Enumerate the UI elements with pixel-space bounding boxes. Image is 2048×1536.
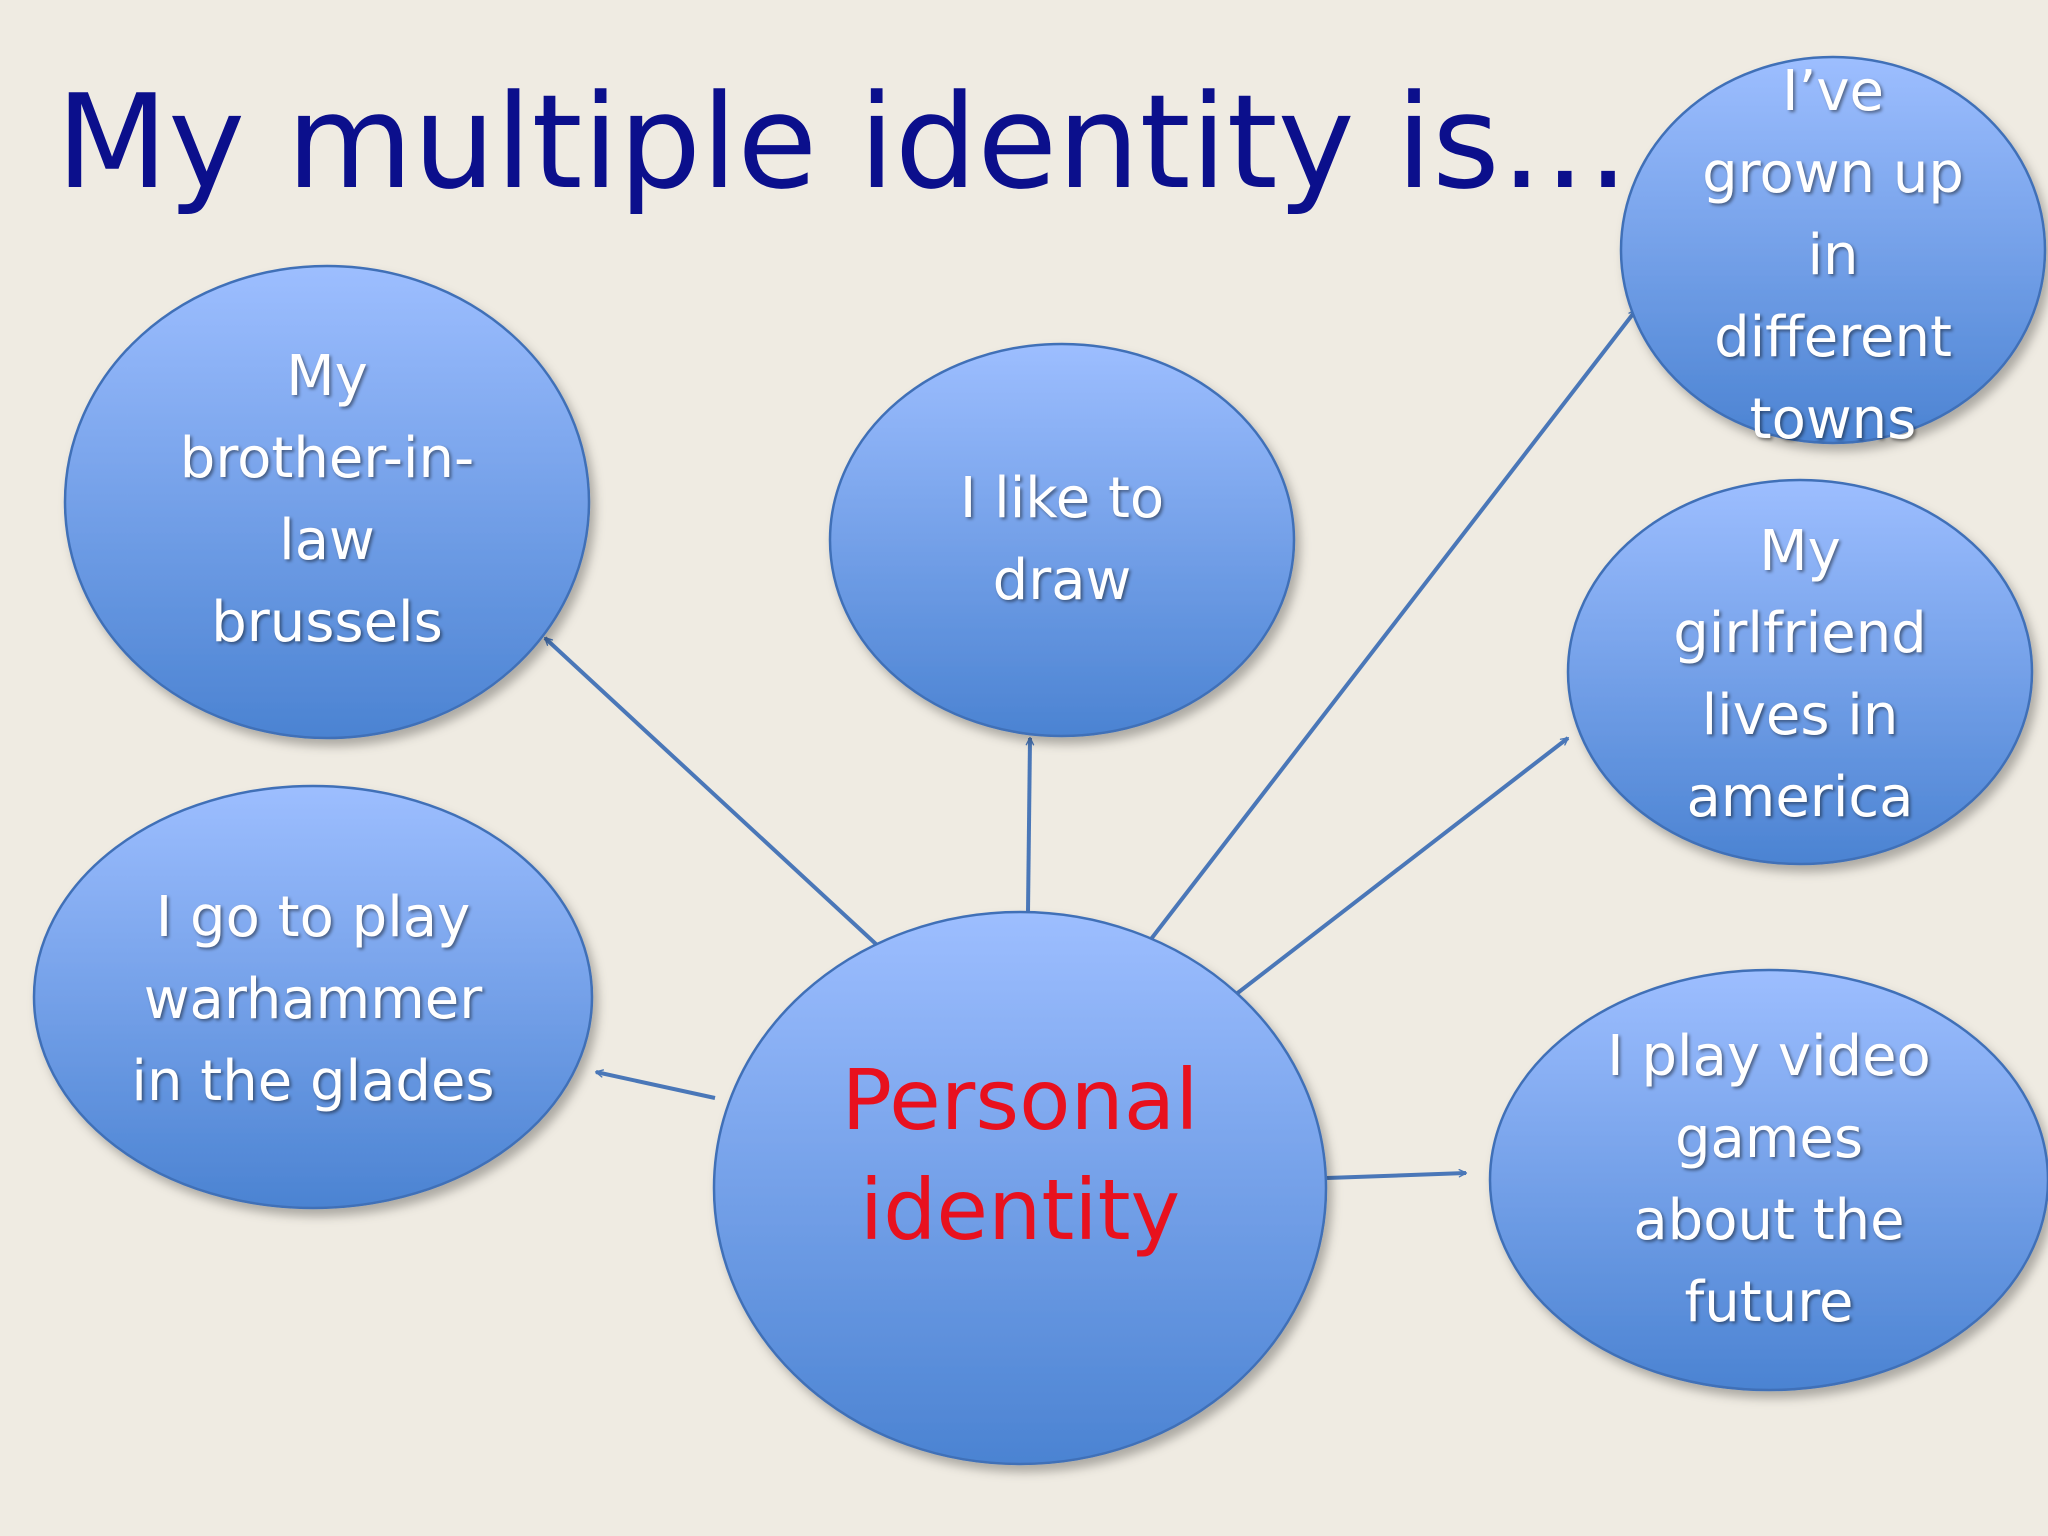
bubble-towns bbox=[1619, 55, 2047, 445]
arrow-to-warhammer bbox=[594, 1069, 716, 1100]
bubble-warhammer bbox=[32, 784, 594, 1210]
bubble-girlfriend bbox=[1566, 478, 2034, 866]
bubble-videogames-label: I play video games about the future bbox=[1607, 1024, 1931, 1335]
connector-arrows bbox=[543, 308, 1638, 1180]
bubble-girlfriend-label: My girlfriend lives in america bbox=[1673, 519, 1927, 830]
slide-title: My multiple identity is… bbox=[56, 66, 1630, 218]
bubble-brother bbox=[63, 264, 591, 740]
arrow-to-draw bbox=[1025, 736, 1035, 913]
bubble-draw bbox=[828, 342, 1296, 738]
arrow-to-videogames bbox=[1326, 1168, 1468, 1180]
bubble-center bbox=[712, 910, 1328, 1466]
bubble-draw-label: I like to draw bbox=[959, 466, 1165, 613]
center-bubble-label: Personal identity bbox=[841, 1051, 1199, 1259]
arrow-to-towns bbox=[1146, 308, 1638, 945]
bubble-videogames bbox=[1488, 968, 2048, 1392]
bubbles bbox=[32, 55, 2048, 1466]
bubble-warhammer-label: I go to play warhammer in the glades bbox=[131, 885, 495, 1114]
arrow-to-girlfriend bbox=[1233, 736, 1570, 997]
arrow-to-brother bbox=[543, 636, 879, 947]
bubble-towns-label: I’ve grown up in different towns bbox=[1702, 59, 1964, 452]
bubble-brother-label: My brother-in- law brussels bbox=[179, 344, 475, 655]
